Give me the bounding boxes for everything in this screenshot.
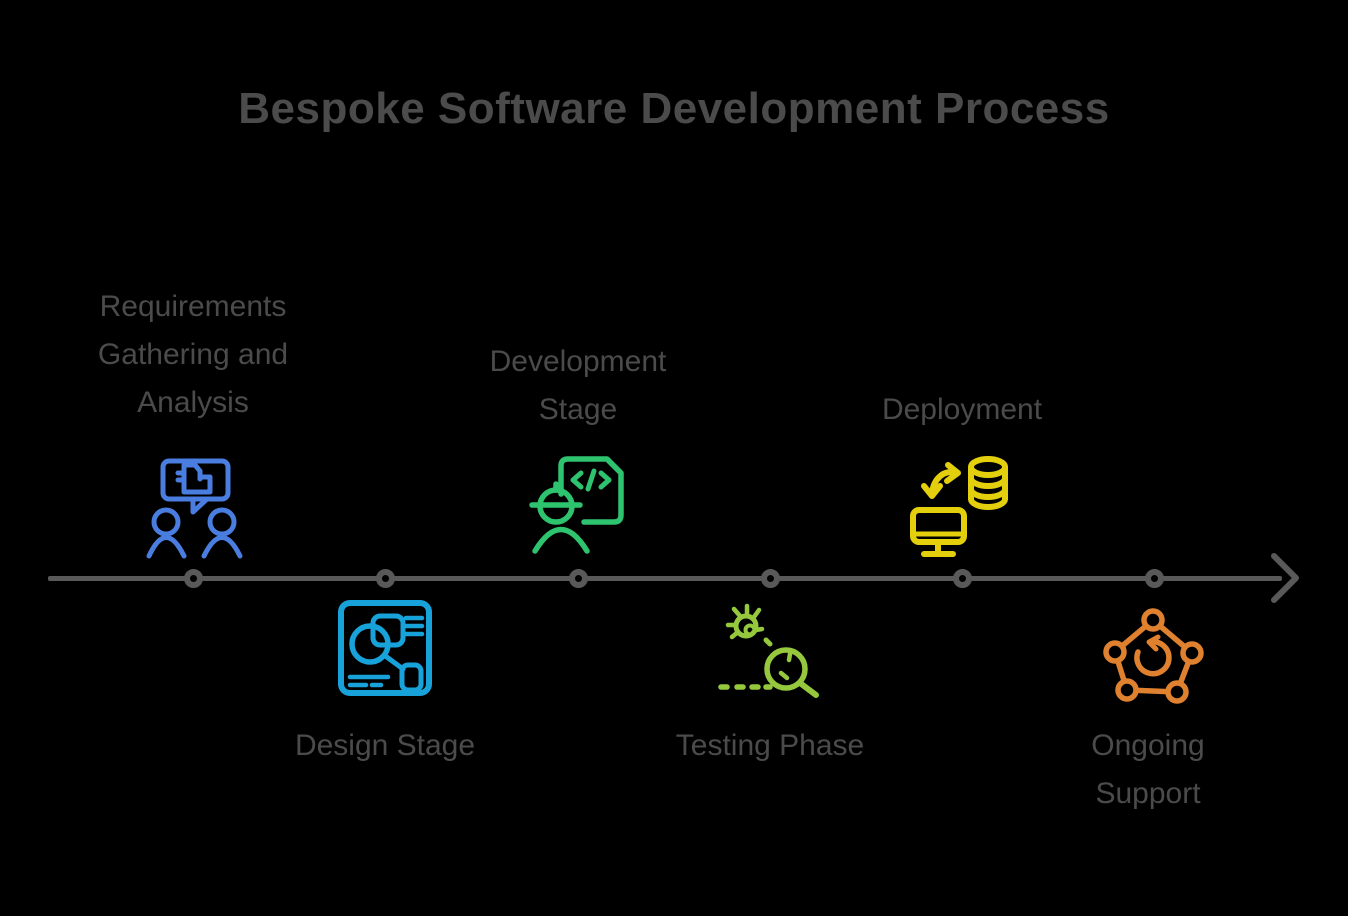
monitor-database-sync-icon (910, 456, 1008, 557)
timeline-marker-5 (952, 568, 972, 588)
timeline-marker-2 (375, 568, 395, 588)
design-blueprint-icon (338, 600, 432, 696)
arrow-right-icon (1271, 553, 1299, 603)
developer-code-document-icon (529, 456, 624, 554)
timeline-marker-4 (760, 568, 780, 588)
stage-label: Deployment (881, 393, 1043, 426)
people-discussion-icon (146, 458, 243, 559)
timeline-marker-6 (1144, 568, 1164, 588)
timeline-line (48, 576, 1282, 581)
stage-label: Testing Phase (675, 729, 865, 762)
pentagon-refresh-icon (1103, 608, 1204, 704)
stage-label: Development Stage (489, 345, 667, 426)
page-title: Bespoke Software Development Process (238, 84, 1110, 133)
bug-magnifier-icon (718, 603, 819, 698)
stage-label: Design Stage (294, 729, 476, 762)
timeline-marker-1 (183, 568, 203, 588)
stage-label: Requirements Gathering and Analysis (97, 290, 289, 419)
stage-label: Ongoing Support (1091, 729, 1205, 810)
timeline-marker-3 (568, 568, 588, 588)
